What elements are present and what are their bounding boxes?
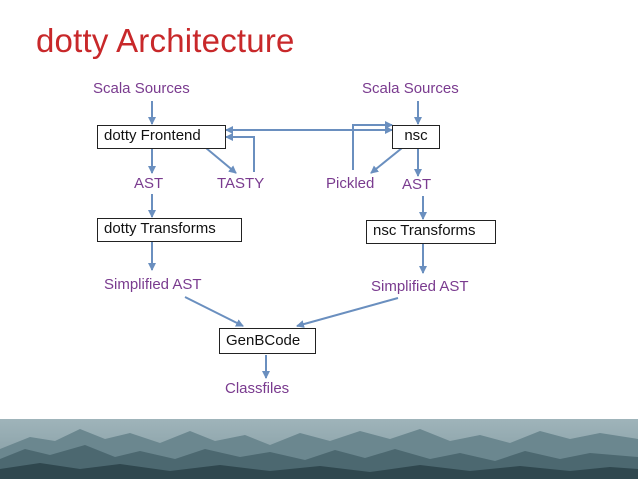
arrow-nsc-to-pickled [370, 147, 403, 174]
label-ast-left: AST [134, 175, 164, 192]
box-genbcode: GenBCode [219, 328, 316, 354]
label-nsc-sources: Scala Sources [362, 80, 459, 97]
label-simplified-ast-left: Simplified AST [104, 276, 202, 293]
label-tasty: TASTY [217, 175, 265, 192]
box-dotty-frontend: dotty Frontend [97, 125, 226, 149]
label-classfiles: Classfiles [225, 380, 290, 397]
arrow-left-simplified-to-genbcode [184, 296, 244, 327]
arrow-tasty-loop [225, 133, 255, 172]
box-nsc: nsc [392, 125, 440, 149]
label-pickled: Pickled [326, 175, 375, 192]
arrow-pickled-to-cross [352, 121, 393, 170]
label-ast-right: AST [402, 176, 432, 193]
box-dotty-transforms: dotty Transforms [97, 218, 242, 242]
arrow-frontend-to-tasty [205, 147, 237, 174]
slide-title: dotty Architecture [36, 22, 295, 59]
diagram-arrows [148, 101, 427, 379]
box-nsc-transforms: nsc Transforms [366, 220, 496, 244]
label-dotty-sources: Scala Sources [93, 80, 190, 97]
arrow-right-simplified-to-genbcode [296, 297, 399, 328]
mountain-landscape-banner [0, 419, 638, 479]
label-simplified-ast-right: Simplified AST [371, 278, 469, 295]
